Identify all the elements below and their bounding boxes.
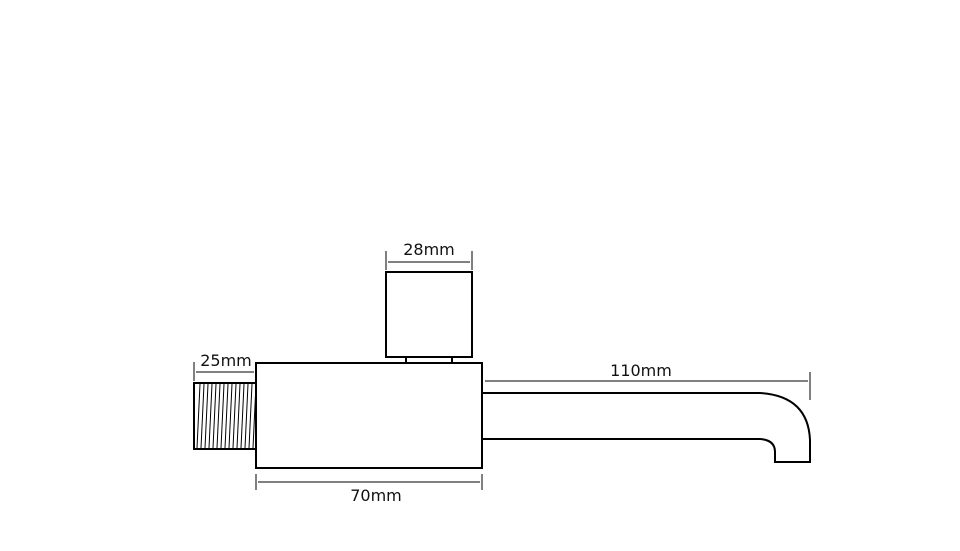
thread-hatch-line	[236, 383, 241, 449]
dimension-label-thread: 25mm	[200, 351, 252, 370]
thread-hatch-line	[240, 383, 245, 449]
thread-hatch-line	[248, 383, 253, 449]
dimension-28mm: 28mm	[385, 240, 473, 270]
dimension-label-body: 70mm	[350, 486, 402, 505]
thread-hatch-line	[216, 383, 221, 449]
dimension-label-spout: 110mm	[610, 361, 672, 380]
thread-hatch-line	[244, 383, 249, 449]
handle	[385, 271, 473, 358]
thread-hatch-line	[200, 383, 205, 449]
valve-body	[255, 362, 483, 469]
thread-hatch-line	[212, 383, 217, 449]
thread-hatch-line	[228, 383, 233, 449]
thread-hatch-line	[204, 383, 209, 449]
thread-hatch-line	[224, 383, 229, 449]
thread-hatch-line	[232, 383, 237, 449]
dimension-25mm: 25mm	[193, 351, 254, 381]
dimension-70mm: 70mm	[255, 474, 483, 505]
spout	[482, 392, 811, 463]
thread-hatch-line	[196, 383, 201, 449]
thread-hatch-line	[220, 383, 225, 449]
threaded-inlet	[193, 382, 257, 450]
thread-hatch-line	[252, 383, 257, 449]
dimension-label-handle: 28mm	[403, 240, 455, 259]
thread-hatch-line	[208, 383, 213, 449]
dimension-110mm: 110mm	[485, 361, 811, 400]
